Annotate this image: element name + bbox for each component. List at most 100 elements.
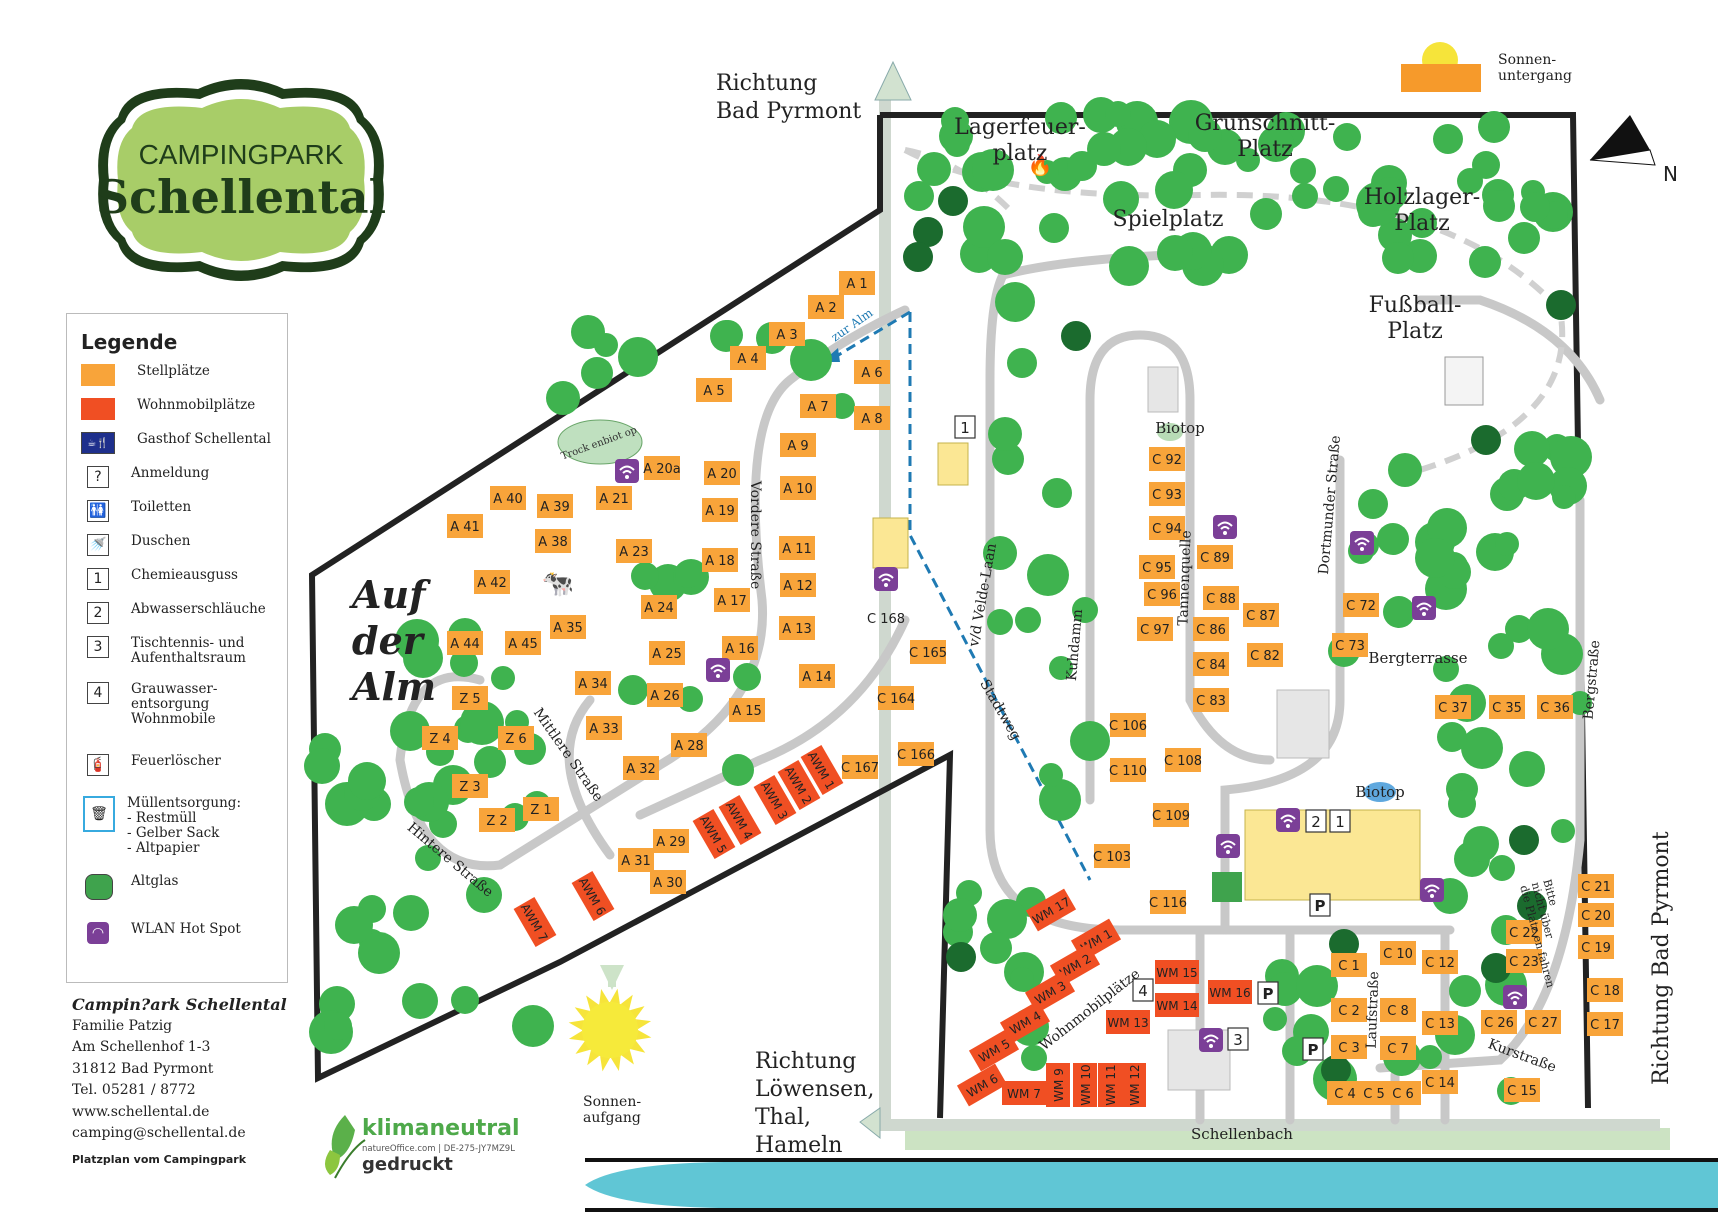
pitch-number: C 19: [1581, 941, 1611, 956]
legend-label: Anmeldung: [131, 465, 210, 481]
pitch-stellplatz: C 166: [897, 742, 935, 766]
direction-north: Richtung Bad Pyrmont: [716, 71, 862, 124]
tree: [1472, 151, 1500, 179]
area-label: Schellenbach: [1191, 1125, 1293, 1143]
pitch-stellplatz: C 21: [1578, 874, 1614, 898]
pitch-number: C 165: [909, 646, 947, 661]
pitch-box: [1139, 555, 1175, 579]
tree: [1495, 532, 1519, 556]
pitch-number: C 86: [1196, 623, 1226, 638]
pitch-number: A 19: [705, 504, 735, 519]
motorhome-number: WM 15: [1156, 966, 1197, 980]
tree: [983, 536, 1017, 570]
pitch-stellplatz: C 6: [1385, 1081, 1421, 1105]
tree: [403, 638, 443, 678]
pitch-number: A 2: [815, 301, 836, 316]
tree: [1568, 691, 1592, 715]
pitch-stellplatz: C 110: [1109, 758, 1147, 782]
motorhome-box: [1122, 1063, 1146, 1107]
tree: [943, 898, 977, 932]
pitch-box: [779, 616, 815, 640]
pitch-stellplatz: C 106: [1109, 713, 1147, 737]
pitch-stellplatz: C 109: [1152, 803, 1190, 827]
pitch-box: [780, 573, 816, 597]
legend-title: Legende: [81, 330, 178, 354]
sunset-icon: [1401, 42, 1481, 92]
motorhome-number: WM 14: [1156, 999, 1197, 1013]
tree: [1035, 160, 1059, 184]
number-2-icon: 2: [87, 602, 109, 624]
wifi-waves: [1424, 884, 1440, 893]
wifi-dot: [625, 475, 629, 479]
motorhome-box: [1025, 888, 1077, 932]
alm-line: Auf: [352, 572, 426, 617]
pitch-box: [854, 360, 890, 384]
pitch-stellplatz: C 8: [1380, 998, 1416, 1022]
tree: [1517, 462, 1555, 500]
pitch-stellplatz: C 3: [1331, 1035, 1367, 1059]
pitch-number: A 41: [450, 520, 480, 535]
pitch-stellplatz: A 31: [618, 848, 654, 872]
pitch-box: [702, 498, 738, 522]
pitch-box: [479, 808, 515, 832]
wifi-dot: [1223, 531, 1227, 535]
climate-word2: gedruckt: [362, 1154, 453, 1175]
tree: [1469, 246, 1501, 278]
pitch-stellplatz: C 82: [1247, 643, 1283, 667]
wifi-waves: [1220, 840, 1236, 849]
dashed-path: [903, 147, 1566, 473]
tree: [987, 899, 1027, 939]
pitch-stellplatz: A 9: [780, 433, 816, 457]
pitch-number: A 16: [725, 642, 755, 657]
compass-icon: [1589, 115, 1656, 166]
tree: [1072, 597, 1098, 623]
tree-dark: [903, 242, 933, 272]
pitch-stellplatz: A 3: [769, 322, 805, 346]
wifi-dot: [1226, 850, 1230, 854]
motorhome-number: WM 16: [1209, 986, 1250, 1000]
pitch-box: [1110, 758, 1146, 782]
sanitary-building: [937, 442, 969, 486]
tree: [1488, 633, 1514, 659]
pitch-number: A 18: [705, 554, 735, 569]
motorhome-box: [800, 744, 844, 796]
tree: [1418, 1045, 1442, 1069]
pitch-stellplatz: A 4: [730, 346, 766, 370]
tree-dark: [1471, 425, 1501, 455]
facility-label: 2: [1311, 813, 1321, 831]
tree: [1433, 656, 1459, 682]
pitch-number: A 42: [477, 576, 507, 591]
campingpark-logo: CAMPINGPARK Schellental: [96, 79, 386, 281]
wifi-dot: [1513, 1001, 1517, 1005]
pitch-number: A 15: [732, 704, 762, 719]
tree: [466, 877, 502, 913]
tree: [1388, 453, 1422, 487]
pitch-motorhome: WM 13: [1106, 1010, 1150, 1034]
street-label: Tannenquelle: [1175, 530, 1195, 626]
tree-dark: [1061, 321, 1091, 351]
pitch-number: A 13: [782, 622, 812, 637]
tree: [1505, 615, 1533, 643]
pitch-box: [878, 686, 914, 710]
pitch-stellplatz: A 14: [799, 664, 835, 688]
pitch-box: [586, 716, 622, 740]
pitch-number: A 14: [802, 670, 832, 685]
pitch-box: [647, 683, 683, 707]
pitch-motorhome: WM 4: [999, 1000, 1051, 1044]
wifi-icon: [1276, 808, 1300, 832]
pitch-stellplatz: A 16: [722, 636, 758, 660]
wifi-dot: [1360, 547, 1364, 551]
tree: [618, 675, 648, 705]
pitch-number: A 25: [652, 647, 682, 662]
pitch-number: C 106: [1109, 719, 1147, 734]
pitch-stellplatz: C 17: [1587, 1012, 1623, 1036]
leaf-icon: [325, 1115, 366, 1179]
wifi-dot: [1209, 1044, 1213, 1048]
pitch-number: C 116: [1149, 896, 1187, 911]
pitch-box: [1506, 949, 1542, 973]
sunset-label: Sonnen- untergang: [1498, 52, 1572, 84]
tree: [1478, 111, 1510, 143]
tree: [402, 983, 438, 1019]
tree: [1448, 790, 1476, 818]
stream-bank: [585, 1158, 1718, 1162]
